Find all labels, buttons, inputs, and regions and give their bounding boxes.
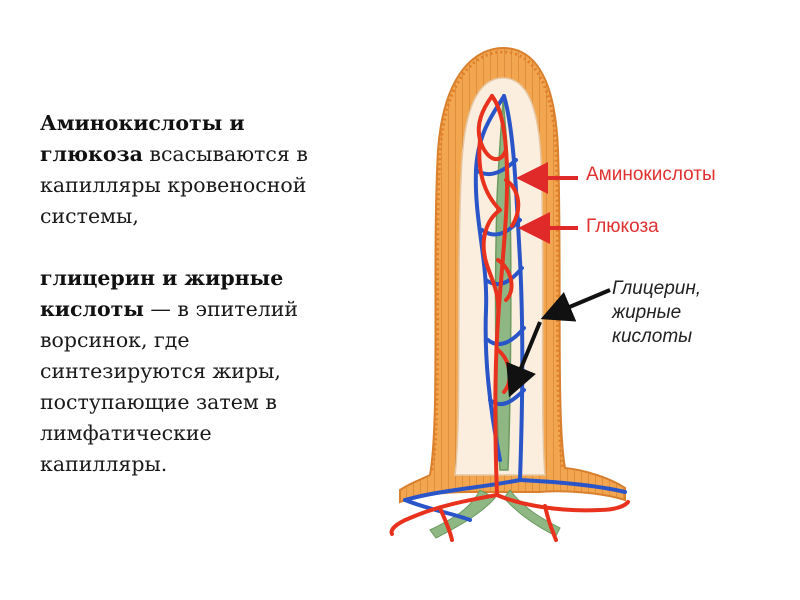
paragraph-lymph-rest: — в эпителий ворсинок, где синтезируются… (40, 297, 299, 476)
paragraph-blood: Аминокислоты и глюкоза всасываются в кап… (40, 108, 340, 232)
label-fat-line-1: Глицерин, (612, 278, 702, 299)
paragraph-lymph-bold: глицерин и жирные кислоты (40, 266, 284, 321)
arrow-fat-2 (506, 321, 542, 398)
label-fat-line-2: жирные (612, 302, 682, 323)
vein-network (403, 94, 627, 522)
paragraph-blood-bold: Аминокислоты и глюкоза (40, 111, 245, 166)
paragraph-blood-rest: всасываются в капилляры кровеносной сист… (40, 142, 308, 228)
label-amino-acids: Аминокислоты (586, 164, 716, 185)
label-glucose: Глюкоза (586, 216, 659, 237)
brush-border (430, 50, 565, 471)
label-fat-line-3: кислоты (612, 326, 693, 347)
artery-network (389, 94, 630, 542)
paragraph-lymph: глицерин и жирные кислоты — в эпителий в… (40, 263, 340, 480)
arrow-fat-1 (540, 288, 611, 322)
label-glycerol-fatty-acids: Глицерин, жирные кислоты (612, 277, 701, 349)
description-text: Аминокислоты и глюкоза всасываются в кап… (40, 108, 340, 480)
